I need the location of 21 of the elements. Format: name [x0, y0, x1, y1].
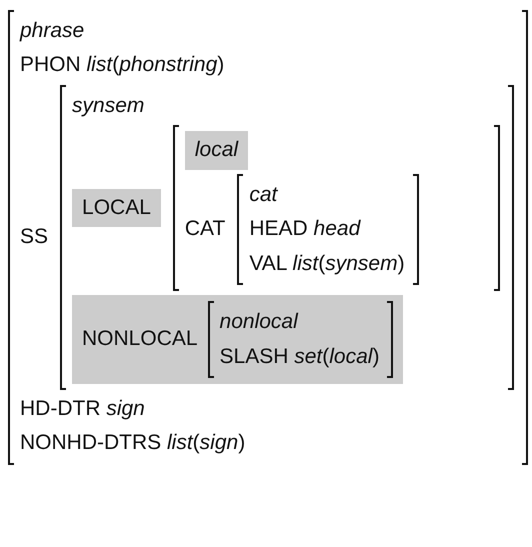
attribute-value-matrix — [237, 174, 419, 286]
highlighted-label: LOCAL — [72, 188, 161, 228]
type-label: phrase — [20, 18, 84, 44]
feature-text: SLASH set(local) — [220, 344, 380, 370]
feature-text: SS — [20, 224, 48, 250]
attribute-value-matrix — [8, 10, 528, 465]
type-label: nonlocal — [220, 309, 298, 336]
type-label: cat — [249, 182, 278, 208]
feature-text: PHON list(phonstring) — [20, 52, 224, 78]
attribute-value-matrix — [172, 125, 500, 292]
feature-text: VAL list(synsem) — [249, 250, 405, 277]
feature-text: NONHD-DTRS list(sign) — [20, 430, 246, 456]
attribute-value-matrix — [208, 301, 394, 378]
highlighted-label: local — [184, 131, 248, 170]
feature-text: HEAD head — [249, 216, 360, 242]
feature-text: CAT — [184, 216, 226, 242]
type-label: synsem — [72, 92, 144, 119]
feature-text: HD-DTR sign — [20, 396, 145, 422]
highlighted-band — [72, 295, 404, 384]
feature-text: NONLOCAL — [82, 326, 198, 352]
attribute-value-matrix — [60, 84, 514, 390]
